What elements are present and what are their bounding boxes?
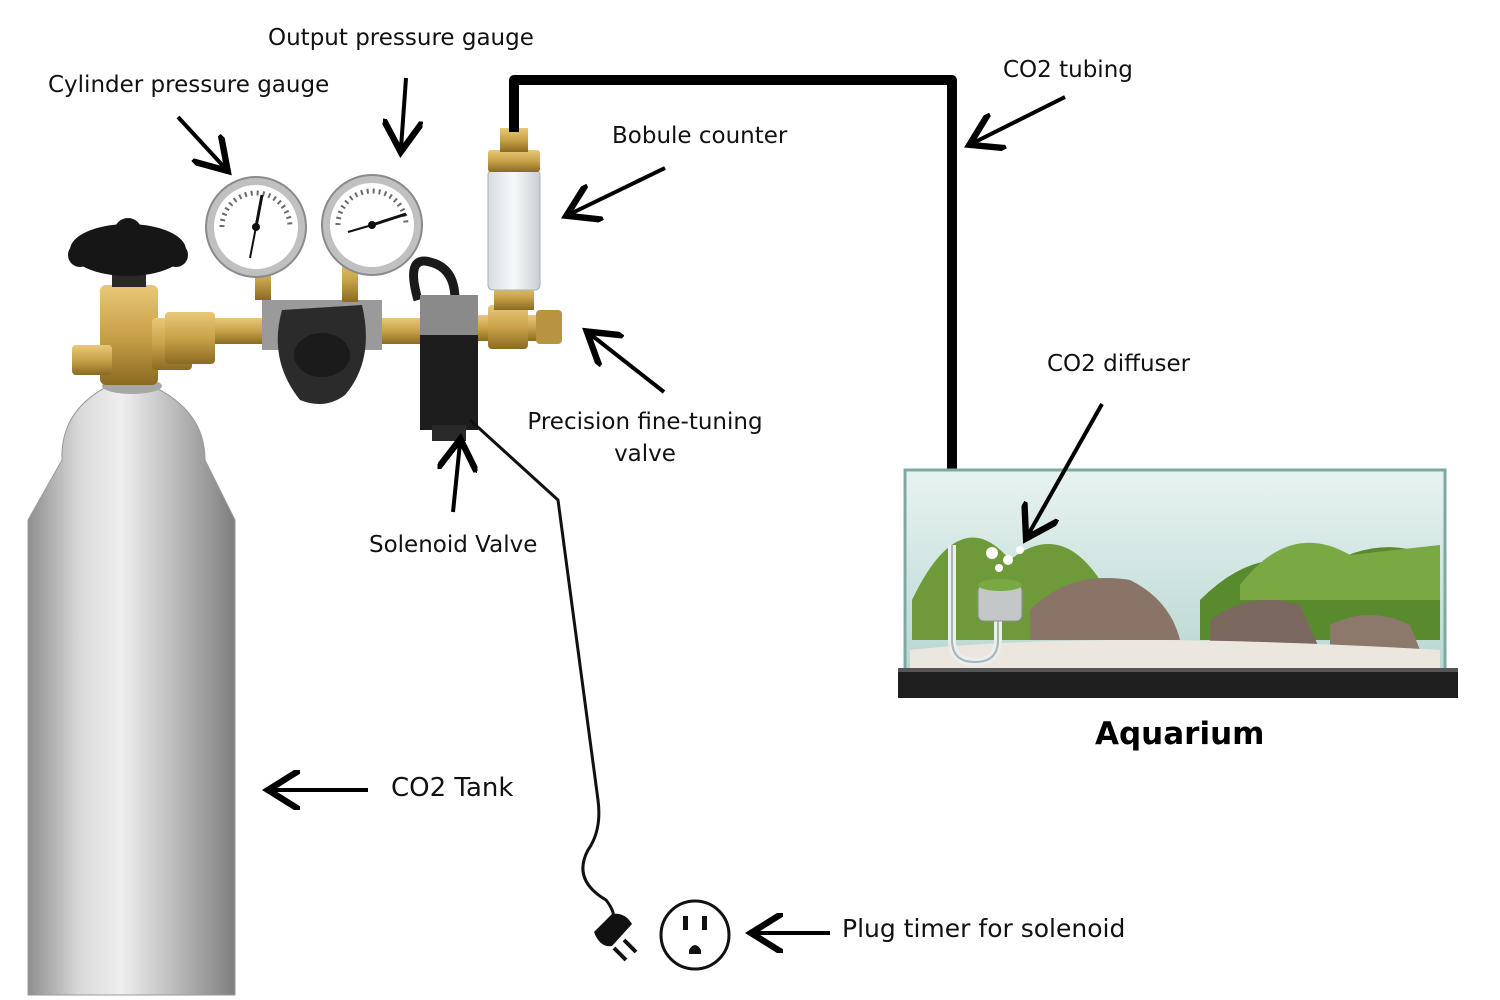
cylinder-pressure-gauge-label: Cylinder pressure gauge [48,72,330,98]
bubble-counter-arrow [570,166,666,214]
power-outlet-icon [659,899,731,971]
co2-tubing-label: CO2 tubing [1003,57,1133,83]
cylinder-gauge-arrow [176,115,225,168]
co2-tubing [509,75,957,545]
fine-tuning-valve-label-line1: Precision fine-tuning [527,409,763,435]
co2-tank [27,378,236,996]
fine-tuning-valve-label-line2: valve [614,441,676,467]
annotation-arrows [176,77,1104,933]
plug-timer-label: Plug timer for solenoid [842,914,1126,943]
diffuser-arrow [1028,403,1104,535]
regulator-body [262,300,382,404]
bubble-counter [487,128,541,310]
output-pressure-gauge-icon [321,174,423,276]
co2-tank-label: CO2 Tank [391,773,514,803]
solenoid-valve-label: Solenoid Valve [369,532,538,558]
bubble-counter-label: Bobule counter [612,123,788,149]
solenoid-arrow [453,443,460,513]
output-gauge-arrow [401,77,406,148]
cylinder-pressure-gauge-icon [205,176,307,278]
precision-fine-tuning-valve [488,305,562,349]
solenoid-power-cord [468,418,616,929]
power-plug-icon [594,913,638,962]
fine-tuning-valve-label: Precision fine-tuning valve [520,406,770,470]
tank-handwheel-icon [68,218,188,276]
fine-valve-arrow [590,334,666,394]
aquarium-tank [898,468,1458,698]
co2-diffuser-label: CO2 diffuser [1047,351,1191,377]
output-pressure-gauge-label: Output pressure gauge [268,25,534,51]
solenoid-valve [409,256,478,441]
aquarium-label: Aquarium [1095,716,1265,752]
tubing-arrow [973,95,1066,143]
inlet-nut [165,312,215,364]
co2-diffuser [948,545,1024,667]
